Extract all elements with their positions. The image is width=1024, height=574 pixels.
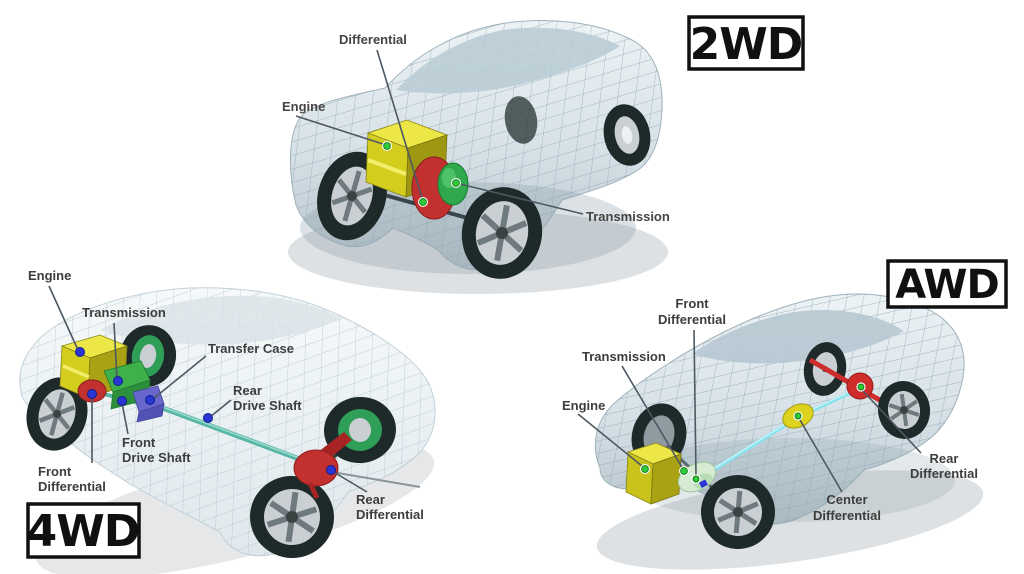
label-center-differential: Center Differential xyxy=(813,492,881,523)
title-box-awd: AWD xyxy=(886,259,1008,309)
leader-engine xyxy=(295,115,384,145)
label-transmission: Transmission xyxy=(582,349,666,364)
leader-differential xyxy=(376,49,423,199)
leader-center-differential xyxy=(799,419,843,493)
label-transmission: Transmission xyxy=(82,305,166,320)
label-engine: Engine xyxy=(282,99,325,114)
leader-transmission xyxy=(459,183,584,215)
front-right-wheel xyxy=(701,475,775,549)
marker-differential xyxy=(418,197,428,207)
svg-text:Differential: Differential xyxy=(356,507,424,522)
marker-transmission xyxy=(451,178,461,188)
title-box-2wd: 2WD xyxy=(687,15,805,71)
front-right-wheel xyxy=(461,187,543,279)
svg-text:Front: Front xyxy=(675,296,709,311)
rear-left-wheel xyxy=(504,96,538,144)
marker-front-differential xyxy=(691,474,701,484)
label-engine: Engine xyxy=(562,398,605,413)
marker-center-differential xyxy=(793,411,803,421)
label-front-drive-shaft: Front Drive Shaft xyxy=(122,435,191,465)
marker-front-drive-shaft xyxy=(117,396,127,406)
label-transmission: Transmission xyxy=(586,209,670,224)
rear-drive-shaft-highlight xyxy=(151,402,303,460)
glasshouse xyxy=(396,27,620,94)
marker-transmission xyxy=(679,466,689,476)
rear-left-wheel xyxy=(250,475,334,559)
leader-transmission xyxy=(113,322,118,380)
axle-stub xyxy=(331,471,421,488)
title-awd: AWD xyxy=(895,262,998,308)
svg-text:Rear: Rear xyxy=(233,383,262,398)
marker-transfer-case xyxy=(145,395,155,405)
svg-text:Differential: Differential xyxy=(813,508,881,523)
leader-transfer-case xyxy=(152,355,207,400)
diagram-4wd: Engine Transmission Transfer Case Rear D… xyxy=(19,268,436,574)
rear-right-wheel xyxy=(877,381,931,439)
label-front-differential: Front Differential xyxy=(38,464,106,494)
marker-front-differential xyxy=(87,389,97,399)
marker-rear-differential xyxy=(856,382,866,392)
leader-engine xyxy=(577,413,643,467)
title-2wd: 2WD xyxy=(690,19,803,70)
label-front-differential: Front Differential xyxy=(658,296,726,327)
label-rear-differential: Rear Differential xyxy=(910,451,978,481)
marker-engine xyxy=(640,464,650,474)
leader-rear-differential xyxy=(862,390,922,454)
svg-text:Drive Shaft: Drive Shaft xyxy=(233,398,302,413)
svg-text:Rear: Rear xyxy=(356,492,385,507)
svg-text:Rear: Rear xyxy=(930,451,959,466)
title-4wd: 4WD xyxy=(27,506,140,557)
svg-text:Differential: Differential xyxy=(38,479,106,494)
svg-text:Differential: Differential xyxy=(658,312,726,327)
diagram-2wd: Differential Engine Transmission 2WD xyxy=(282,15,805,294)
leader-front-drive-shaft xyxy=(121,402,129,435)
glasshouse xyxy=(692,309,904,364)
leader-engine xyxy=(48,285,79,351)
label-rear-drive-shaft: Rear Drive Shaft xyxy=(233,383,302,413)
label-engine: Engine xyxy=(28,268,71,283)
leader-rear-drive-shaft xyxy=(209,399,232,418)
leader-rear-differential xyxy=(331,470,368,493)
title-box-4wd: 4WD xyxy=(26,502,141,559)
label-transfer-case: Transfer Case xyxy=(208,341,294,356)
marker-rear-drive-shaft xyxy=(203,413,213,423)
marker-rear-differential xyxy=(326,465,336,475)
diagram-awd: Front Differential Transmission Engine R… xyxy=(562,259,1008,570)
rear-differential-4wd xyxy=(293,432,352,500)
rear-right-wheel xyxy=(603,104,651,166)
svg-text:Differential: Differential xyxy=(910,466,978,481)
rear-drive-shaft xyxy=(151,401,303,463)
svg-text:Front: Front xyxy=(38,464,72,479)
svg-text:Drive Shaft: Drive Shaft xyxy=(122,450,191,465)
leader-front-differential xyxy=(693,329,697,477)
marker-transmission xyxy=(113,376,123,386)
label-rear-differential: Rear Differential xyxy=(356,492,424,522)
front-left-wheel xyxy=(26,377,88,451)
svg-text:Front: Front xyxy=(122,435,156,450)
svg-text:Center: Center xyxy=(826,492,867,507)
marker-engine xyxy=(382,141,392,151)
marker-engine xyxy=(75,347,85,357)
leader-transmission xyxy=(621,365,684,470)
label-differential: Differential xyxy=(339,32,407,47)
